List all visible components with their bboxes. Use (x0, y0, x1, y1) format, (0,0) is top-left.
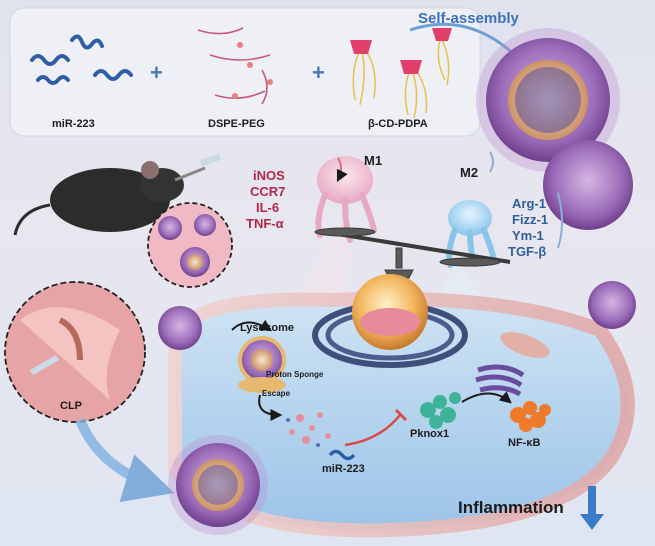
label-escape: Escape (262, 389, 291, 398)
mirna-in-cell (328, 449, 356, 461)
injected-nanoparticle-callout (147, 202, 233, 288)
nanoparticle-right-edge (588, 281, 636, 329)
plus-sign-right: + (312, 60, 325, 85)
assembled-nanoparticle-large (476, 28, 620, 172)
nanoparticle-left-edge (158, 306, 202, 350)
plus-sign-left: + (150, 60, 163, 85)
label-self-assembly: Self-assembly (418, 10, 519, 27)
label-beta-cd-pdpa: β-CD-PDPA (368, 118, 428, 130)
clp-to-nanoparticle-arrow (75, 418, 175, 503)
balance-scale (314, 227, 511, 279)
m2-marker-fizz1: Fizz-1 (512, 212, 549, 227)
label-nfkb: NF-κB (508, 437, 541, 449)
pknox1-to-nfkb-arrow (461, 391, 512, 404)
label-lysosome: Lysosome (240, 322, 295, 334)
clp-callout (4, 281, 146, 423)
nanoparticle-medium (543, 140, 633, 230)
nanoparticle-bottom (168, 435, 268, 535)
m2-marker-arg1: Arg-1 (512, 196, 546, 211)
label-m2: M2 (460, 165, 479, 180)
self-assembly-arrow (409, 22, 523, 63)
lysosome (238, 336, 286, 393)
m1-marker-tnfa: TNF-α (246, 216, 284, 231)
label-clp: CLP (60, 400, 82, 412)
label-inflammation: Inflammation (458, 498, 564, 517)
inhibition-bar (394, 408, 408, 422)
m1-macrophage (315, 156, 377, 243)
label-mir223-cell: miR-223 (322, 463, 365, 475)
mirna-helix-icons (30, 34, 133, 85)
mouse-illustration (13, 153, 222, 236)
m2-markers-up-arrow (557, 192, 563, 249)
nucleus-and-er (312, 274, 468, 368)
m2-marker-ym1: Ym-1 (512, 228, 544, 243)
nfkb-protein (510, 401, 551, 432)
m1-marker-ccr7: CCR7 (250, 184, 286, 199)
endocytosis-arrow (231, 319, 273, 332)
m1-marker-inos: iNOS (253, 168, 285, 183)
mitochondria-and-golgi (475, 332, 550, 397)
inhibition-line (344, 414, 401, 447)
m1-marker-il6: IL-6 (256, 200, 280, 215)
dspe-peg-icons (197, 27, 273, 105)
pknox1-protein (420, 392, 461, 429)
label-m1: M1 (364, 153, 383, 168)
label-mir223-component: miR-223 (52, 118, 95, 130)
m1-down-arrow (336, 157, 348, 183)
m2-marker-tgfb: TGF-β (508, 244, 547, 259)
released-fragments (286, 412, 331, 447)
inflammation-down-arrow (580, 486, 604, 530)
label-proton-sponge: Proton Sponge (266, 370, 324, 379)
label-dspe-peg: DSPE-PEG (208, 118, 265, 130)
label-pknox1: Pknox1 (410, 428, 450, 440)
beta-cd-pdpa-icons (350, 28, 452, 119)
m2-up-arrow (489, 151, 494, 173)
escape-arrow (258, 394, 283, 421)
